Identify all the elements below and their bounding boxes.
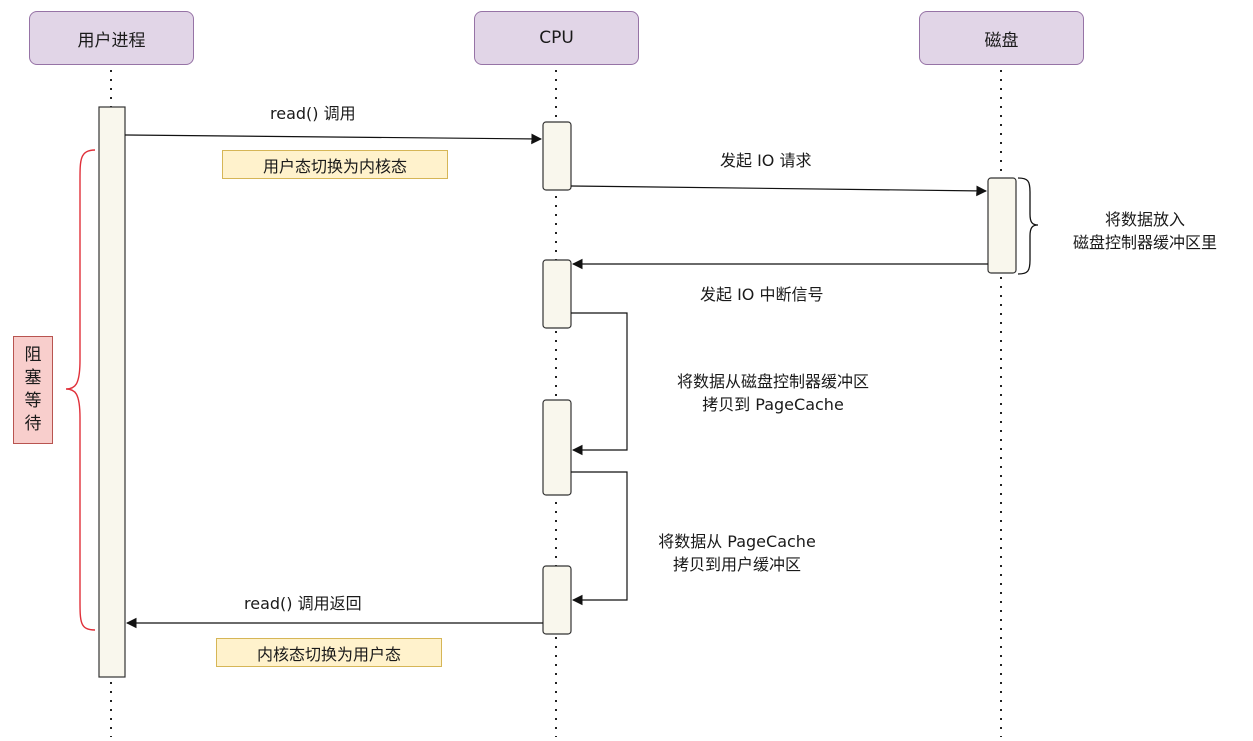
note-disk-buffer: 将数据放入 磁盘控制器缓冲区里	[1040, 208, 1250, 254]
activation-user-process	[98, 106, 126, 678]
blocking-wait-char-3: 等	[24, 391, 42, 411]
message-copy-to-user-line2: 拷贝到用户缓冲区	[672, 555, 801, 574]
participant-disk: 磁盘	[919, 11, 1084, 65]
note-user-to-kernel: 用户态切换为内核态	[222, 150, 448, 179]
arrow-io-request	[570, 185, 988, 197]
message-read-return: read() 调用返回	[244, 594, 362, 613]
activation-cpu-2	[542, 259, 572, 329]
message-copy-to-user: 将数据从 PageCache 拷贝到用户缓冲区	[632, 530, 842, 576]
blocking-brace	[65, 149, 96, 631]
arrow-read-call	[124, 133, 543, 145]
message-copy-to-user-line1: 将数据从 PageCache	[658, 532, 816, 551]
activation-cpu-1	[542, 121, 572, 191]
note-disk-buffer-line1: 将数据放入	[1104, 210, 1185, 229]
blocking-wait-char-1: 阻	[24, 345, 42, 365]
message-io-interrupt: 发起 IO 中断信号	[700, 285, 824, 304]
activation-cpu-3	[542, 399, 572, 496]
blocking-wait-char-2: 塞	[24, 368, 42, 388]
blocking-wait-char-4: 待	[24, 414, 42, 434]
activation-cpu-4	[542, 565, 572, 635]
message-copy-to-pagecache: 将数据从磁盘控制器缓冲区 拷贝到 PageCache	[637, 370, 909, 416]
participant-cpu: CPU	[474, 11, 639, 65]
message-copy-to-pagecache-line1: 将数据从磁盘控制器缓冲区	[676, 372, 869, 391]
message-copy-to-pagecache-line2: 拷贝到 PageCache	[702, 395, 844, 414]
participant-user-process: 用户进程	[29, 11, 194, 65]
arrow-copy-to-pagecache	[571, 312, 628, 456]
note-disk-buffer-line2: 磁盘控制器缓冲区里	[1072, 233, 1217, 252]
message-read-call: read() 调用	[270, 104, 356, 123]
note-blocking-wait: 阻 塞 等 待	[13, 336, 53, 444]
note-kernel-to-user: 内核态切换为用户态	[216, 638, 442, 667]
disk-brace	[1017, 177, 1039, 275]
message-io-request: 发起 IO 请求	[720, 151, 812, 170]
arrow-copy-to-user	[571, 471, 628, 606]
activation-disk	[987, 177, 1017, 274]
